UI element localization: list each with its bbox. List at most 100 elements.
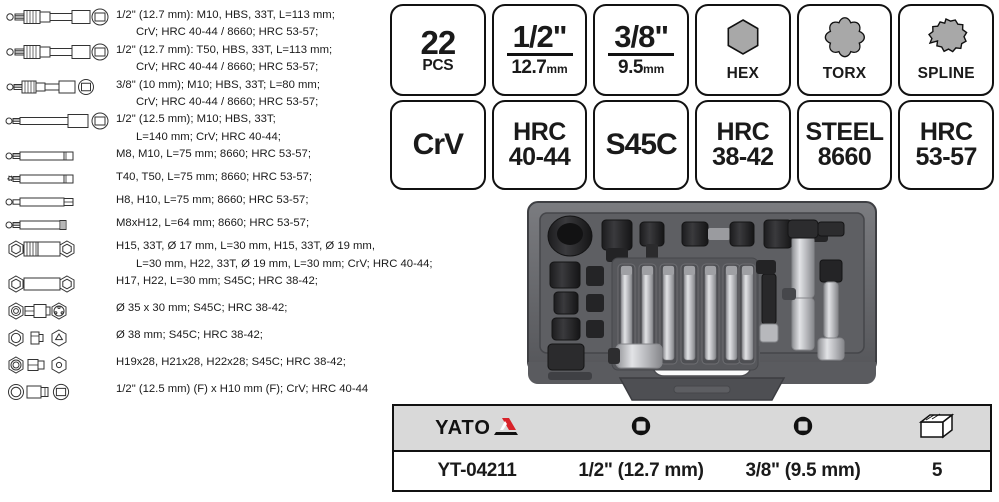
adapter-female-hex-icon [4,380,116,406]
drive-square-icon [630,415,652,442]
table-data-row: YT-04211 1/2" (12.7 mm) 3/8" (9.5 mm) 5 [394,452,990,490]
badge-steel-8660: STEEL 8660 [796,100,893,190]
carton-box-icon [918,412,956,445]
socket-bit-short-80-icon [4,76,116,98]
badge-row-specs: 22 PCS 1/2" 12.7mm 3/8" 9.5mm [385,0,999,96]
bit-hex-75-icon [4,191,116,213]
badge-material-s45c: S45C [593,100,690,190]
list-item: 1/2" (12.5 mm) (F) x H10 mm (F); CrV; HR… [4,380,385,406]
list-item-label: M8xH12, L=64 mm; 8660; HRC 53-57; [116,217,310,230]
list-item-label: H17, H22, L=30 mm; S45C; HRC 38-42; [116,275,318,288]
list-item: Ø 35 x 30 mm; S45C; HRC 38-42; [4,299,385,325]
badge-hardness-53-57: HRC 53-57 [898,100,995,190]
list-item-label: Ø 35 x 30 mm; S45C; HRC 38-42; [116,302,288,315]
brand-name: YATO [435,416,491,439]
socket-three-pin-icon [4,326,116,352]
list-item-label: 1/2" (12.7 mm): T50, HBS, 33T, L=113 mm; [116,43,333,56]
badge-profile-label: TORX [822,64,867,82]
socket-hex-knurled-icon [4,237,116,263]
drive-1-value: 1/2" (12.7 mm) [578,460,704,481]
drive-1-header [560,406,722,450]
spline-profile-icon [924,15,968,64]
badge-profile-spline: SPLINE [898,4,995,96]
torx-profile-icon [823,15,867,64]
badge-drive-imperial: 1/2" [512,18,568,54]
badge-hardness-38-42: HRC 38-42 [695,100,791,190]
badge-drive-metric: 12.7 [511,57,547,79]
badge-hardness-scale: HRC [513,118,566,146]
list-item: H8, H10, L=75 mm; 8660; HRC 53-57; [4,191,385,213]
badge-material-label: S45C [605,128,678,161]
list-item-continuation: L=140 mm; CrV; HRC 40-44; [136,130,281,143]
list-item: M8, M10, L=75 mm; 8660; HRC 53-57; [4,145,385,167]
list-item-label: H19x28, H21x28, H22x28; S45C; HRC 38-42; [116,356,346,369]
badge-hardness-range: 53-57 [915,143,977,171]
divider [608,53,675,57]
badge-hardness-range: 40-44 [508,143,571,171]
list-item: 1/2" (12.5 mm); M10; HBS, 33T; L=140 mm;… [4,110,385,144]
list-item: M8xH12, L=64 mm; 8660; HRC 53-57; [4,214,385,236]
drive-2-value: 3/8" (9.5 mm) [745,460,861,481]
badge-drive-three-eighth-inch: 3/8" 9.5mm [593,4,690,96]
badge-row-materials: CrV HRC 40-44 S45C HRC 38-42 STEEL 8660 … [385,96,999,190]
badge-count-unit: PCS [422,56,454,74]
list-item-continuation: L=30 mm, H22, 33T, Ø 19 mm, L=30 mm; CrV… [136,257,433,270]
list-item: T40, T50, L=75 mm; 8660; HRC 53-57; [4,168,385,190]
list-item-label: T40, T50, L=75 mm; 8660; HRC 53-57; [116,171,313,184]
pack-qty-header [884,406,990,450]
badge-profile-label: SPLINE [917,64,975,82]
brand-cell: YATO [394,406,560,450]
bit-double-m8xh12-64-icon [4,214,116,236]
badge-drive-imperial: 3/8" [614,18,669,54]
divider [506,53,573,57]
pack-qty-value: 5 [931,460,943,481]
list-item: H17, H22, L=30 mm; S45C; HRC 38-42; [4,272,385,298]
product-photo [524,196,880,408]
badge-steel-grade: 8660 [817,143,872,171]
badge-drive-metric-unit: mm [642,62,665,77]
badge-profile-torx: TORX [796,4,893,96]
list-item-label: H8, H10, L=75 mm; 8660; HRC 53-57; [116,194,309,207]
badge-material-label: CrV [412,128,464,161]
socket-bit-extra-long-140-icon [4,110,116,132]
badge-hardness-scale: HRC [919,118,973,146]
badge-drive-metric: 9.5 [618,57,643,79]
drive-square-icon [792,415,814,442]
badge-material-crv: CrV [390,100,486,190]
badge-hardness-scale: HRC [716,118,770,146]
socket-bit-long-hex-113-icon [4,6,116,28]
badge-drive-metric-unit: mm [546,62,568,77]
list-item-continuation: CrV; HRC 40-44 / 8660; HRC 53-57; [136,96,319,109]
socket-hex-plain-icon [4,272,116,298]
socket-bit-long-torx-113-icon [4,41,116,63]
yato-mark-icon [493,416,519,441]
yato-logo: YATO [435,416,519,441]
list-item: Ø 38 mm; S45C; HRC 38-42; [4,326,385,352]
model-number: YT-04211 [437,460,517,481]
badge-count-value: 22 [420,23,456,61]
badge-hardness-range: 38-42 [712,143,774,171]
socket-hex-small-drive-icon [4,353,116,379]
badge-profile-hex: HEX [695,4,791,96]
hex-profile-icon [721,15,765,64]
list-item: H19x28, H21x28, H22x28; S45C; HRC 38-42; [4,353,385,379]
list-item-continuation: CrV; HRC 40-44 / 8660; HRC 53-57; [136,26,319,39]
list-item-label: 1/2" (12.5 mm) (F) x H10 mm (F); CrV; HR… [116,383,369,396]
bit-spline-75-icon [4,145,116,167]
list-item-label: H15, 33T, Ø 17 mm, L=30 mm, H15, 33T, Ø … [116,240,375,253]
badge-piece-count: 22 PCS [390,4,486,96]
badge-profile-label: HEX [726,64,760,82]
socket-four-pin-icon [4,299,116,325]
badge-drive-half-inch: 1/2" 12.7mm [491,4,588,96]
list-item-label: 1/2" (12.5 mm); M10; HBS, 33T; [116,113,276,126]
list-item-label: Ø 38 mm; S45C; HRC 38-42; [116,329,263,342]
list-item-label: 3/8" (10 mm); M10; HBS, 33T; L=80 mm; [116,78,320,91]
list-item-continuation: CrV; HRC 40-44 / 8660; HRC 53-57; [136,61,319,74]
specification-list: 1/2" (12.7 mm): M10, HBS, 33T, L=113 mm;… [0,0,433,502]
list-item-label: M8, M10, L=75 mm; 8660; HRC 53-57; [116,148,311,161]
list-item: 1/2" (12.7 mm): T50, HBS, 33T, L=113 mm;… [4,41,385,75]
list-item: 1/2" (12.7 mm): M10, HBS, 33T, L=113 mm;… [4,6,385,40]
badge-hardness-40-44: HRC 40-44 [491,100,588,190]
product-table: YATO [392,404,992,492]
